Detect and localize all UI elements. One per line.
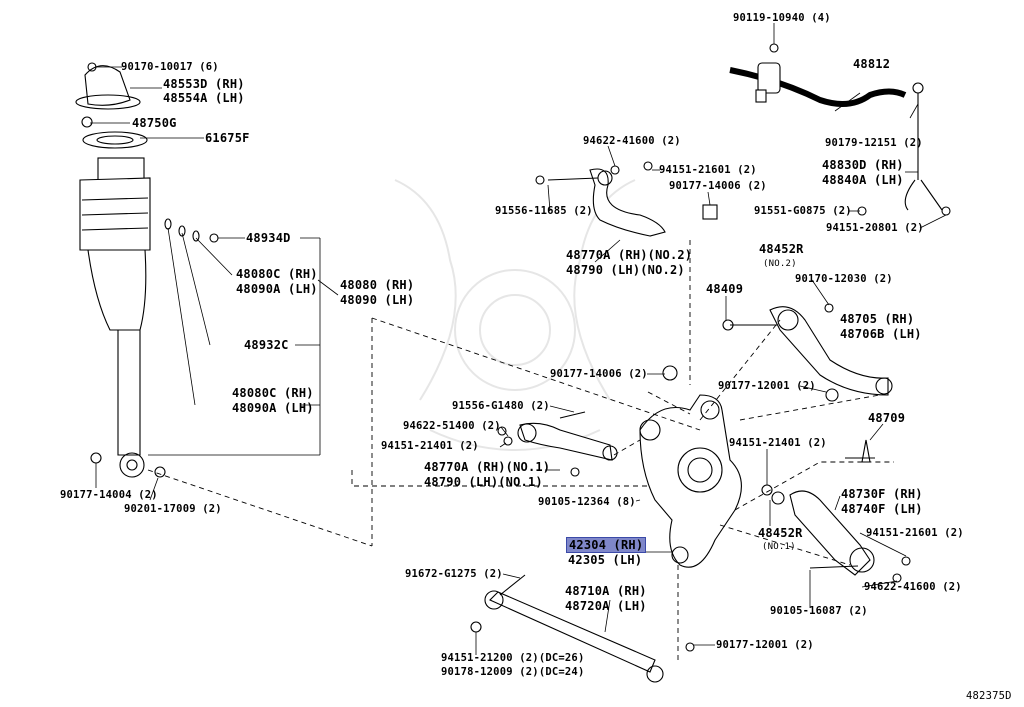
label-48090a-2[interactable]: 48090A (LH) — [232, 401, 314, 415]
label-94622-51400[interactable]: 94622-51400 (2) — [403, 420, 501, 432]
label-90170-10017[interactable]: 90170-10017 (6) — [121, 61, 219, 73]
label-94151-21401-left[interactable]: 94151-21401 (2) — [381, 440, 479, 452]
label-48452r-no2[interactable]: 48452R — [759, 242, 804, 256]
label-90179-12151[interactable]: 90179-12151 (2) — [825, 137, 923, 149]
label-91556-g1480[interactable]: 91556-G1480 (2) — [452, 400, 550, 412]
label-48710a[interactable]: 48710A (RH) — [565, 584, 647, 598]
label-48090a-1[interactable]: 48090A (LH) — [236, 282, 318, 296]
label-94151-21200[interactable]: 94151-21200 (2)(DC=26) — [441, 652, 585, 664]
leader-lines — [90, 23, 947, 655]
label-42304-highlighted[interactable]: 42304 (RH) — [566, 537, 647, 553]
lower-arm-48730f[interactable] — [771, 490, 875, 576]
air-suspension-strut[interactable] — [75, 65, 151, 478]
label-48840a[interactable]: 48840A (LH) — [822, 173, 904, 187]
label-91551-g0875[interactable]: 91551-G0875 (2) — [754, 205, 852, 217]
upper-arm-no2[interactable] — [547, 161, 718, 237]
label-48770a-no2[interactable]: 48770A (RH)(NO.2) — [566, 248, 693, 262]
label-48080c-2[interactable]: 48080C (RH) — [232, 386, 314, 400]
label-48750g[interactable]: 48750G — [132, 116, 177, 130]
label-90119-10940[interactable]: 90119-10940 (4) — [733, 12, 831, 24]
label-48770a-no1[interactable]: 48770A (RH)(NO.1) — [424, 460, 551, 474]
label-90178-12009[interactable]: 90178-12009 (2)(DC=24) — [441, 666, 585, 678]
fasteners — [81, 43, 951, 652]
label-48452r-no1-sub: (NO.1) — [762, 542, 796, 552]
label-91672-g1275[interactable]: 91672-G1275 (2) — [405, 568, 503, 580]
label-90177-14004[interactable]: 90177-14004 (2) — [60, 489, 158, 501]
label-48740f[interactable]: 48740F (LH) — [841, 502, 923, 516]
label-94151-21601-right[interactable]: 94151-21601 (2) — [866, 527, 964, 539]
label-48790-no2[interactable]: 48790 (LH)(NO.2) — [566, 263, 685, 277]
label-90201-17009[interactable]: 90201-17009 (2) — [124, 503, 222, 515]
label-48554a[interactable]: 48554A (LH) — [163, 91, 245, 105]
label-48812[interactable]: 48812 — [853, 57, 891, 71]
label-48830d[interactable]: 48830D (RH) — [822, 158, 904, 172]
label-48790-no1[interactable]: 48790 (LH)(NO.1) — [424, 475, 543, 489]
label-90177-12001-mid[interactable]: 90177-12001 (2) — [718, 380, 816, 392]
label-94151-20801[interactable]: 94151-20801 (2) — [826, 222, 924, 234]
label-48730f[interactable]: 48730F (RH) — [841, 487, 923, 501]
label-48706b[interactable]: 48706B (LH) — [840, 327, 922, 341]
label-90105-16087[interactable]: 90105-16087 (2) — [770, 605, 868, 617]
assembly-dashed-lines — [147, 240, 894, 660]
label-94622-41600-top[interactable]: 94622-41600 (2) — [583, 135, 681, 147]
label-94151-21401-right[interactable]: 94151-21401 (2) — [729, 437, 827, 449]
label-90177-14006-mid[interactable]: 90177-14006 (2) — [550, 368, 648, 380]
label-48452r-no2-sub: (NO.2) — [763, 259, 797, 269]
label-91556-11685[interactable]: 91556-11685 (2) — [495, 205, 593, 217]
toe-control-arm[interactable] — [484, 574, 664, 683]
label-90177-12001-bot[interactable]: 90177-12001 (2) — [716, 639, 814, 651]
label-48705[interactable]: 48705 (RH) — [840, 312, 915, 326]
link-48709[interactable] — [845, 439, 875, 463]
steering-knuckle[interactable] — [639, 394, 742, 568]
label-48932c[interactable]: 48932C — [244, 338, 289, 352]
label-90177-14006-top[interactable]: 90177-14006 (2) — [669, 180, 767, 192]
label-94622-41600-right[interactable]: 94622-41600 (2) — [864, 581, 962, 593]
seal-rings — [90, 218, 219, 478]
label-48080c-1[interactable]: 48080C (RH) — [236, 267, 318, 281]
label-94151-21601-top[interactable]: 94151-21601 (2) — [659, 164, 757, 176]
label-48080[interactable]: 48080 (RH) — [340, 278, 415, 292]
stabilizer-bar[interactable] — [729, 62, 943, 211]
label-48452r-no1[interactable]: 48452R — [758, 526, 803, 540]
label-48090[interactable]: 48090 (LH) — [340, 293, 415, 307]
label-61675f[interactable]: 61675F — [205, 131, 250, 145]
upper-arm-no1[interactable] — [517, 411, 618, 461]
diagram-id: 482375D — [966, 690, 1012, 702]
label-48409[interactable]: 48409 — [706, 282, 744, 296]
label-48720a[interactable]: 48720A (LH) — [565, 599, 647, 613]
label-42305[interactable]: 42305 (LH) — [568, 553, 643, 567]
label-48709[interactable]: 48709 — [868, 411, 906, 425]
label-48934d[interactable]: 48934D — [246, 231, 291, 245]
label-90105-12364[interactable]: 90105-12364 (8) — [538, 496, 636, 508]
label-48553d[interactable]: 48553D (RH) — [163, 77, 245, 91]
label-90170-12030[interactable]: 90170-12030 (2) — [795, 273, 893, 285]
